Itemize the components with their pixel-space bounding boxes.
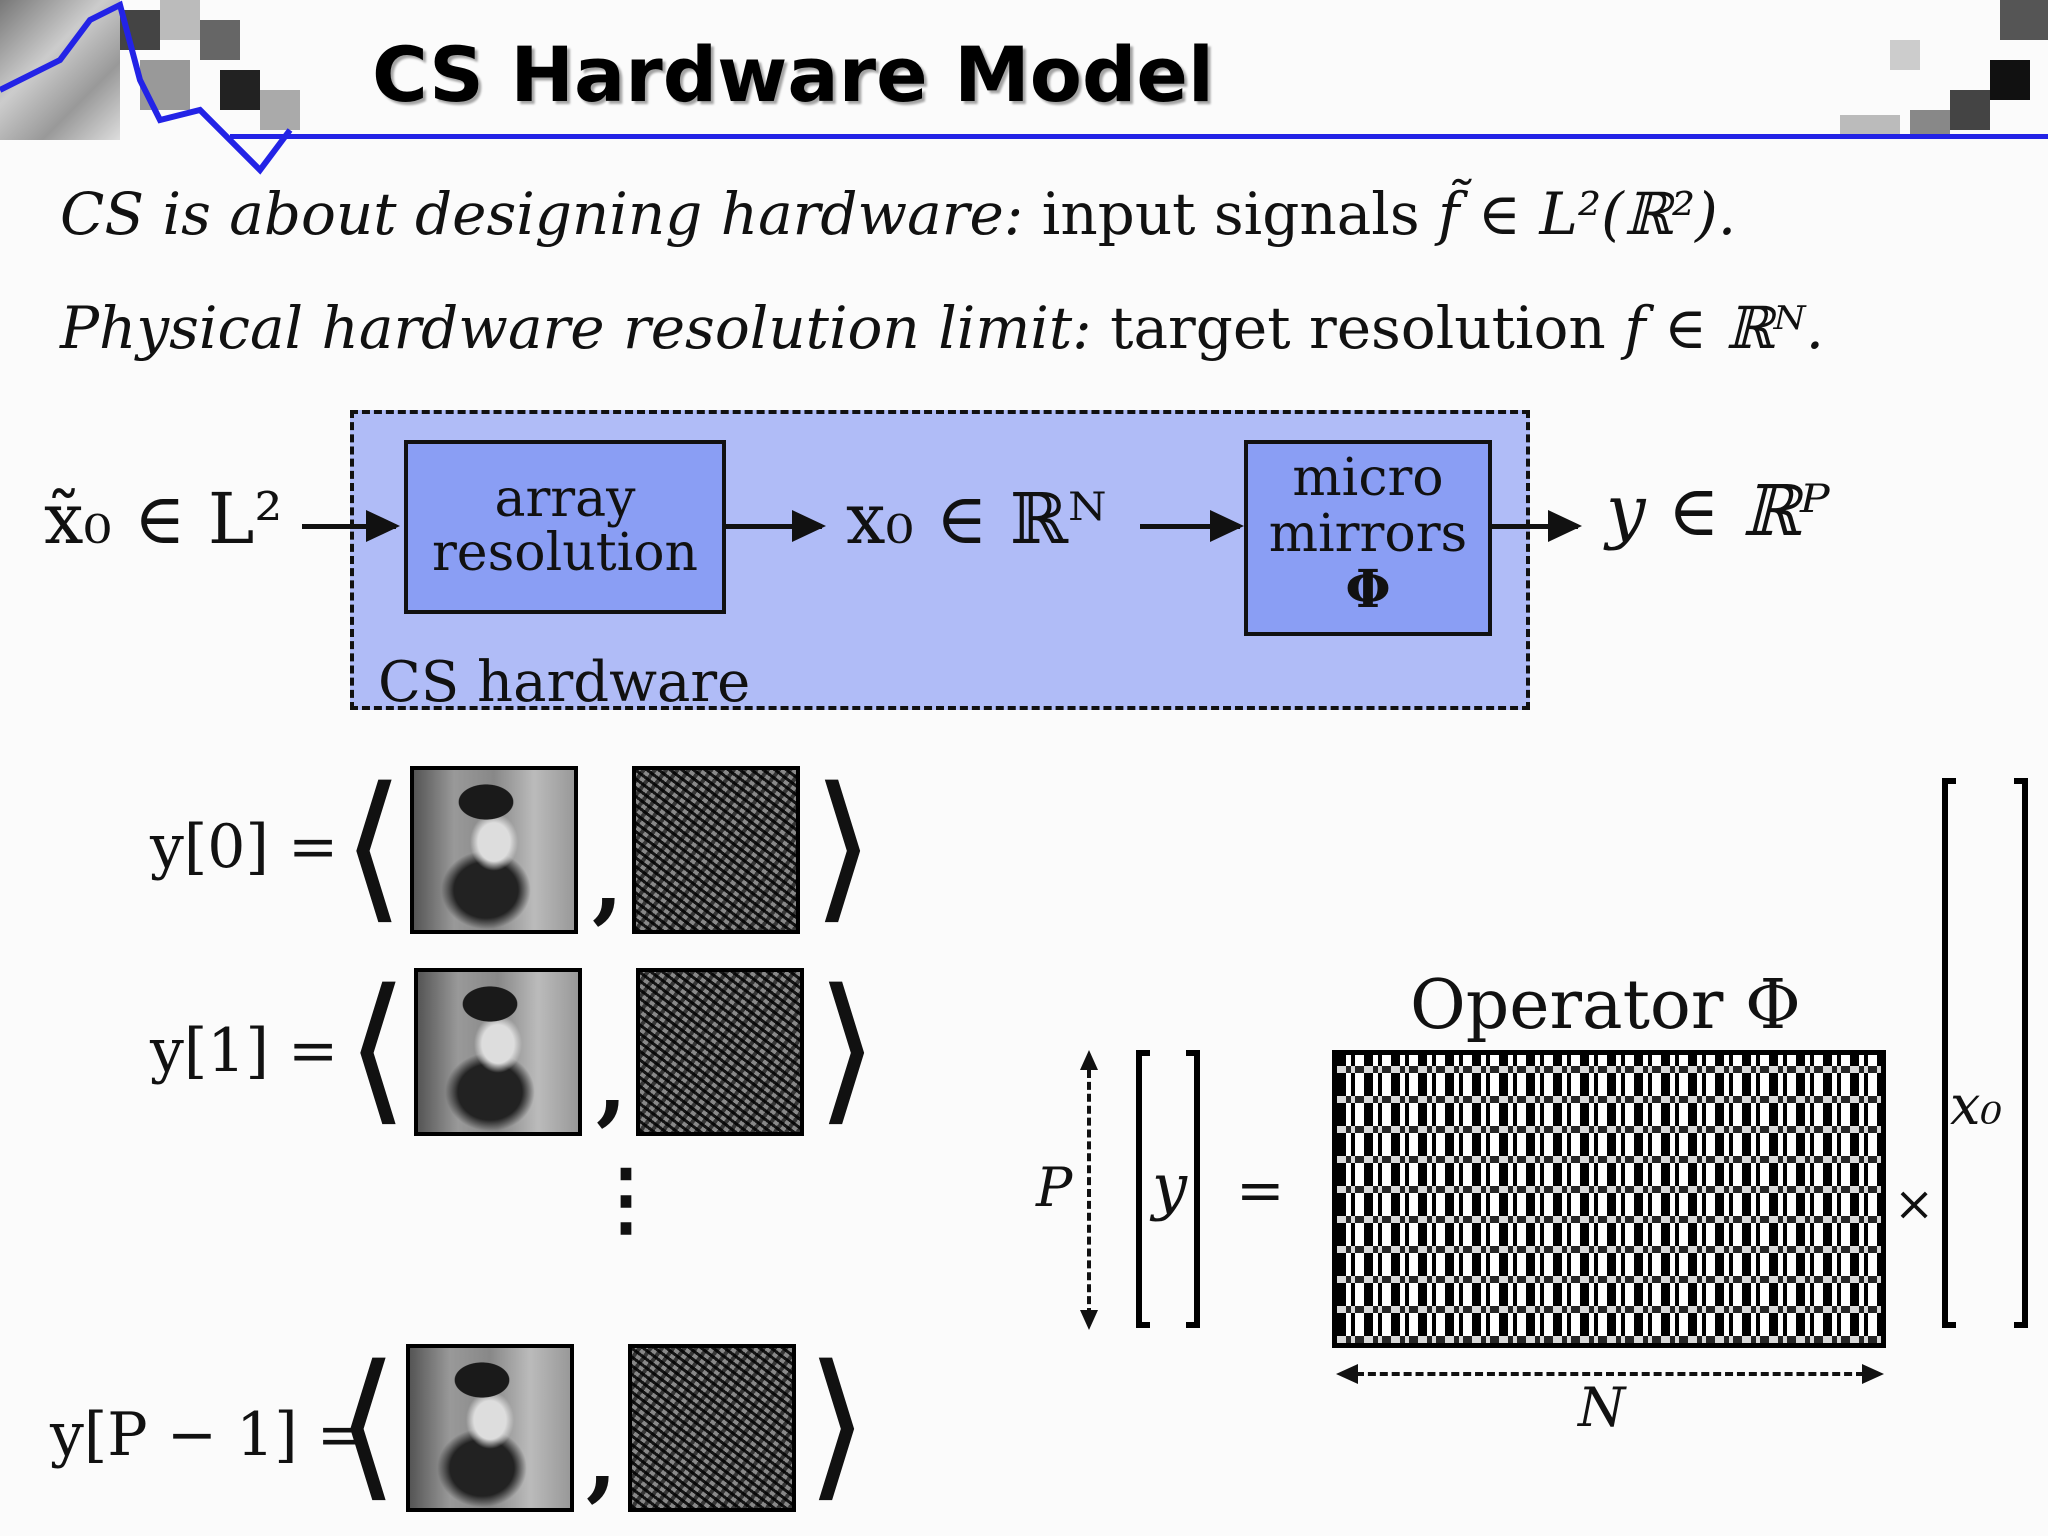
ip-row-1-label: y[1] = bbox=[150, 1016, 339, 1086]
arrow-down-icon bbox=[1080, 1310, 1098, 1330]
block1-line2: resolution bbox=[431, 523, 699, 583]
cs-hardware-label: CS hardware bbox=[378, 650, 751, 715]
line2-italic: Physical hardware resolution limit: bbox=[60, 294, 1092, 362]
intro-line-1: CS is about designing hardware: input si… bbox=[60, 180, 1736, 248]
header-rule bbox=[230, 134, 2048, 139]
operator-matrix bbox=[1332, 1050, 1886, 1348]
header-pixel-decoration-right bbox=[1800, 0, 2048, 140]
cols-label: N bbox=[1578, 1376, 1626, 1439]
line1-text: input signals bbox=[1041, 180, 1420, 248]
arrow-left-icon bbox=[1336, 1364, 1358, 1384]
block1-line1: array bbox=[494, 469, 636, 529]
vertical-ellipsis: ⋮ bbox=[586, 1151, 666, 1245]
random-pattern-thumbnail bbox=[632, 766, 800, 934]
equals-sign: = bbox=[1236, 1156, 1285, 1224]
arrow-right-icon bbox=[302, 510, 400, 542]
block2-line1: micro bbox=[1292, 448, 1444, 508]
cols-dashed-line bbox=[1356, 1372, 1864, 1376]
pipeline-output: y ∈ ℝᴾ bbox=[1606, 470, 1830, 552]
times-sign: × bbox=[1894, 1176, 1935, 1232]
comma: , bbox=[586, 1406, 618, 1512]
random-pattern-thumbnail bbox=[628, 1344, 796, 1512]
arrow-up-icon bbox=[1080, 1050, 1098, 1070]
left-bracket bbox=[1136, 1050, 1150, 1328]
arrow-right-icon bbox=[1492, 510, 1582, 542]
micro-mirrors-block: micro mirrors Φ bbox=[1244, 440, 1492, 636]
right-bracket bbox=[1186, 1050, 1200, 1328]
image-thumbnail bbox=[414, 968, 582, 1136]
comma: , bbox=[592, 828, 624, 934]
rhs-x0: x₀ bbox=[1950, 1074, 2003, 1137]
line1-math: f̃ ∈ L²(ℝ²). bbox=[1438, 180, 1737, 248]
line2-math: f ∈ ℝᴺ. bbox=[1624, 294, 1825, 362]
array-resolution-block: array resolution bbox=[404, 440, 726, 614]
comma: , bbox=[596, 1030, 628, 1136]
right-angle-bracket-icon: ⟩ bbox=[816, 954, 879, 1141]
rows-label: P bbox=[1036, 1156, 1073, 1219]
left-angle-bracket-icon: ⟨ bbox=[346, 954, 409, 1141]
ip-row-0-label: y[0] = bbox=[150, 812, 339, 882]
block2-line2: mirrors bbox=[1268, 504, 1468, 564]
line1-italic: CS is about designing hardware: bbox=[60, 180, 1024, 248]
image-thumbnail bbox=[410, 766, 578, 934]
left-angle-bracket-icon: ⟨ bbox=[336, 1330, 399, 1517]
right-bracket bbox=[2014, 778, 2028, 1328]
right-angle-bracket-icon: ⟩ bbox=[806, 1330, 869, 1517]
arrow-right-icon bbox=[726, 510, 826, 542]
header-decoration bbox=[0, 0, 300, 175]
block2-phi: Φ bbox=[1345, 559, 1391, 620]
rows-dashed-line bbox=[1087, 1070, 1091, 1316]
right-angle-bracket-icon: ⟩ bbox=[812, 752, 875, 939]
pipeline-middle: x₀ ∈ ℝᴺ bbox=[846, 478, 1107, 560]
image-thumbnail bbox=[406, 1344, 574, 1512]
ip-row-last-label: y[P − 1] = bbox=[50, 1400, 368, 1470]
arrow-right-icon bbox=[1140, 510, 1244, 542]
header-signal-icon bbox=[0, 0, 293, 175]
lhs-y: y bbox=[1152, 1150, 1188, 1223]
arrow-right-icon bbox=[1862, 1364, 1884, 1384]
page-title: CS Hardware Model bbox=[372, 30, 1214, 119]
line2-text: target resolution bbox=[1110, 294, 1606, 362]
intro-line-2: Physical hardware resolution limit: targ… bbox=[60, 294, 1824, 362]
random-pattern-thumbnail bbox=[636, 968, 804, 1136]
pipeline-input: x̃₀ ∈ L² bbox=[44, 478, 283, 560]
left-angle-bracket-icon: ⟨ bbox=[342, 752, 405, 939]
left-bracket bbox=[1942, 778, 1956, 1328]
operator-label: Operator Φ bbox=[1410, 966, 1801, 1045]
